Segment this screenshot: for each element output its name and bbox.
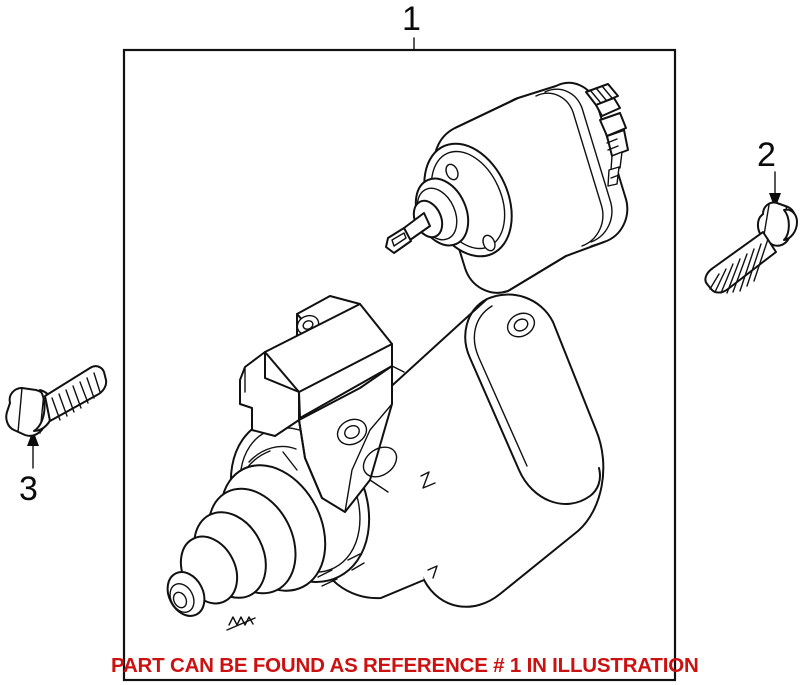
- starter-motor-body: [166, 293, 605, 631]
- solenoid-assembly: [385, 81, 629, 294]
- callout-number-2: 2: [757, 136, 776, 174]
- callout-number-3: 3: [19, 470, 38, 508]
- callout-number-1: 1: [402, 0, 421, 38]
- mounting-bolt-upper-right: [704, 171, 798, 294]
- mounting-bolt-lower-left: [5, 365, 108, 469]
- reference-note: PART CAN BE FOUND AS REFERENCE # 1 IN IL…: [111, 654, 699, 677]
